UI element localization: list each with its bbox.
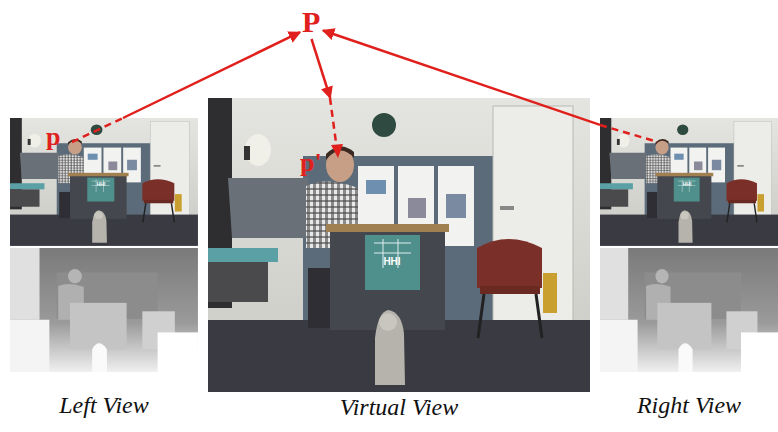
left-photo	[10, 118, 198, 246]
virtual-photo	[208, 98, 590, 392]
right-frame	[600, 118, 778, 372]
view-caption: Virtual View	[208, 394, 590, 420]
point-label: p	[46, 124, 60, 150]
point-name: P	[302, 7, 320, 37]
projection-ray	[123, 32, 300, 118]
dashed-leader	[72, 98, 658, 150]
scene-point: P	[300, 5, 323, 39]
view-caption: Left View	[10, 392, 198, 418]
projection-ray	[323, 31, 600, 125]
point-label: p'	[300, 150, 322, 176]
right-depth-map	[600, 248, 778, 372]
right-photo	[600, 118, 778, 246]
view-panel: Right View	[600, 118, 778, 432]
projection-ray	[312, 39, 331, 98]
view-caption: Right View	[600, 392, 778, 418]
left-depth-map	[10, 248, 198, 372]
desk-sign-text: HHI	[97, 182, 106, 187]
desk-sign-text: HHI	[683, 182, 692, 187]
desk-sign-text: HHI	[383, 257, 400, 267]
view-panel: Left View	[10, 118, 198, 432]
leader-arrowhead	[331, 144, 343, 158]
